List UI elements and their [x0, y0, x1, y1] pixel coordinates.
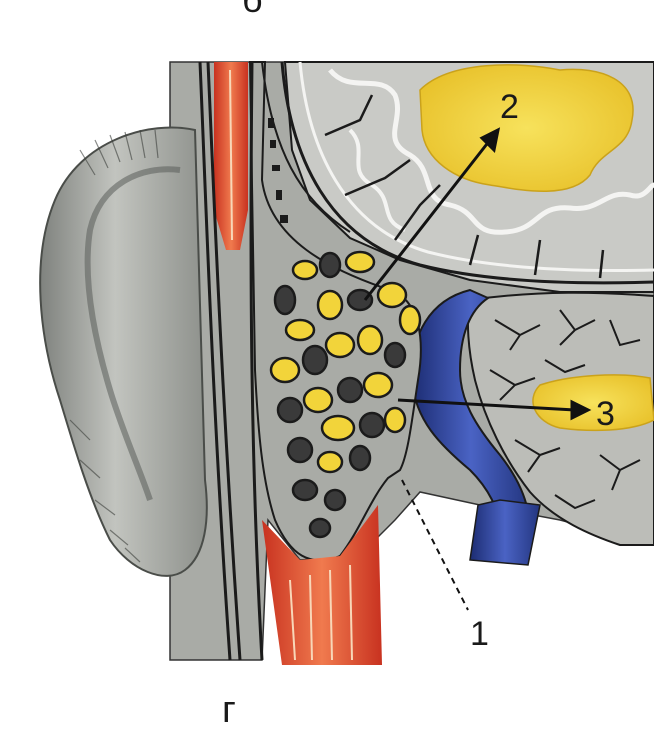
jugular-bulb: [470, 500, 540, 565]
callout-1: 1: [470, 615, 489, 653]
panel-letter-bottom: г: [222, 689, 236, 731]
callout-3: 3: [596, 395, 615, 433]
callout-2: 2: [500, 88, 519, 126]
ear-pinna: [40, 128, 207, 576]
panel-letter-top: б: [242, 0, 263, 20]
cerebellar-abscess: [533, 375, 654, 430]
